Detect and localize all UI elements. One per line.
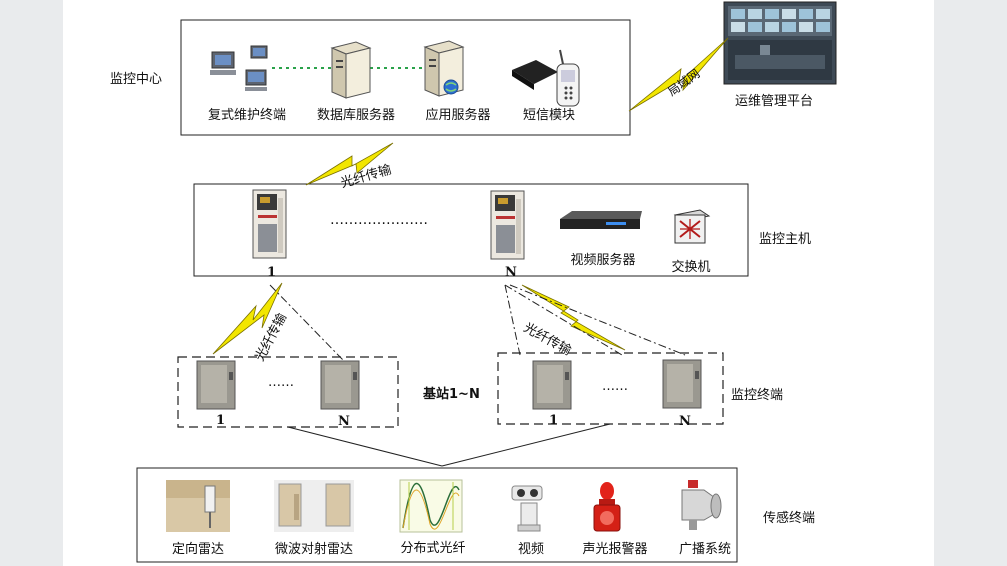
stationN-cabinet-1-icon bbox=[532, 360, 572, 410]
cabinet-label-1: 1 bbox=[267, 265, 277, 280]
station-links bbox=[269, 284, 686, 361]
paper bbox=[63, 0, 934, 566]
sensor-link-left bbox=[287, 426, 443, 467]
stationN-cabn-label: N bbox=[679, 414, 691, 429]
monitor-host-label: 监控主机 bbox=[759, 232, 812, 247]
distributed-fiber-image bbox=[399, 479, 463, 533]
database-server-icon bbox=[330, 41, 372, 99]
monitor-terminal-label: 监控终端 bbox=[731, 388, 784, 403]
sensor-terminal-label: 传感终端 bbox=[763, 511, 816, 526]
right-margin bbox=[934, 0, 1007, 566]
sensor-label-directional-radar: 定向雷达 bbox=[171, 542, 225, 557]
video-camera-image bbox=[511, 485, 543, 532]
monitor-host-frame bbox=[193, 183, 749, 277]
cabinet-label-n: N bbox=[505, 265, 517, 280]
fiber-bolt-right bbox=[521, 284, 626, 351]
center-item-sms: 短信模块 bbox=[522, 108, 576, 123]
sensor-label-video: 视频 bbox=[517, 542, 545, 557]
application-server-icon bbox=[423, 40, 465, 97]
station1-cabn-label: N bbox=[338, 414, 350, 429]
monitor-center-label: 监控中心 bbox=[110, 72, 163, 87]
stationN-cab1-label: 1 bbox=[549, 413, 559, 428]
microwave-radar-image bbox=[274, 480, 354, 532]
lan-bolt bbox=[628, 37, 729, 112]
terminal-computer-icon bbox=[210, 45, 268, 91]
station1-dots: …… bbox=[268, 375, 294, 390]
network-switch-icon bbox=[673, 209, 711, 244]
station-range-label: 基站1~N bbox=[423, 387, 480, 402]
sensor-label-distributed-fiber: 分布式光纤 bbox=[400, 541, 466, 556]
station-n-frame bbox=[497, 352, 724, 425]
sms-modem-icon bbox=[512, 49, 580, 107]
alarm-siren-image bbox=[593, 482, 621, 532]
monitor-center-frame bbox=[180, 19, 631, 136]
ops-platform-label: 运维管理平台 bbox=[735, 94, 814, 109]
station1-cabinet-1-icon bbox=[196, 360, 236, 410]
sensor-label-broadcast: 广播系统 bbox=[678, 542, 732, 557]
switch-label: 交换机 bbox=[671, 260, 711, 275]
fiber-bolt-left bbox=[212, 282, 283, 355]
station1-cabinet-n-icon bbox=[320, 360, 360, 410]
directional-radar-image bbox=[166, 480, 230, 532]
sensor-label-microwave-radar: 微波对射雷达 bbox=[274, 542, 354, 557]
sensor-frame bbox=[136, 467, 738, 563]
sensor-label-alarm: 声光报警器 bbox=[582, 542, 648, 557]
stationN-dots: …… bbox=[602, 379, 628, 394]
sensor-link-right bbox=[441, 423, 611, 467]
video-server-label: 视频服务器 bbox=[570, 253, 636, 268]
video-server-icon bbox=[560, 211, 642, 229]
station1-cab1-label: 1 bbox=[216, 413, 226, 428]
left-margin bbox=[0, 0, 63, 566]
fiber-bolt-top bbox=[305, 142, 394, 186]
host-cabinet-n-icon bbox=[490, 190, 525, 260]
broadcast-speaker-image bbox=[681, 480, 722, 530]
control-room-image bbox=[723, 1, 837, 85]
host-cabinet-1-icon bbox=[252, 189, 287, 259]
center-item-app: 应用服务器 bbox=[425, 108, 491, 123]
center-item-terminal: 复式维护终端 bbox=[207, 108, 287, 123]
center-item-db: 数据库服务器 bbox=[316, 108, 396, 123]
stationN-cabinet-n-icon bbox=[662, 359, 702, 409]
host-dots: ………………… bbox=[330, 212, 428, 228]
